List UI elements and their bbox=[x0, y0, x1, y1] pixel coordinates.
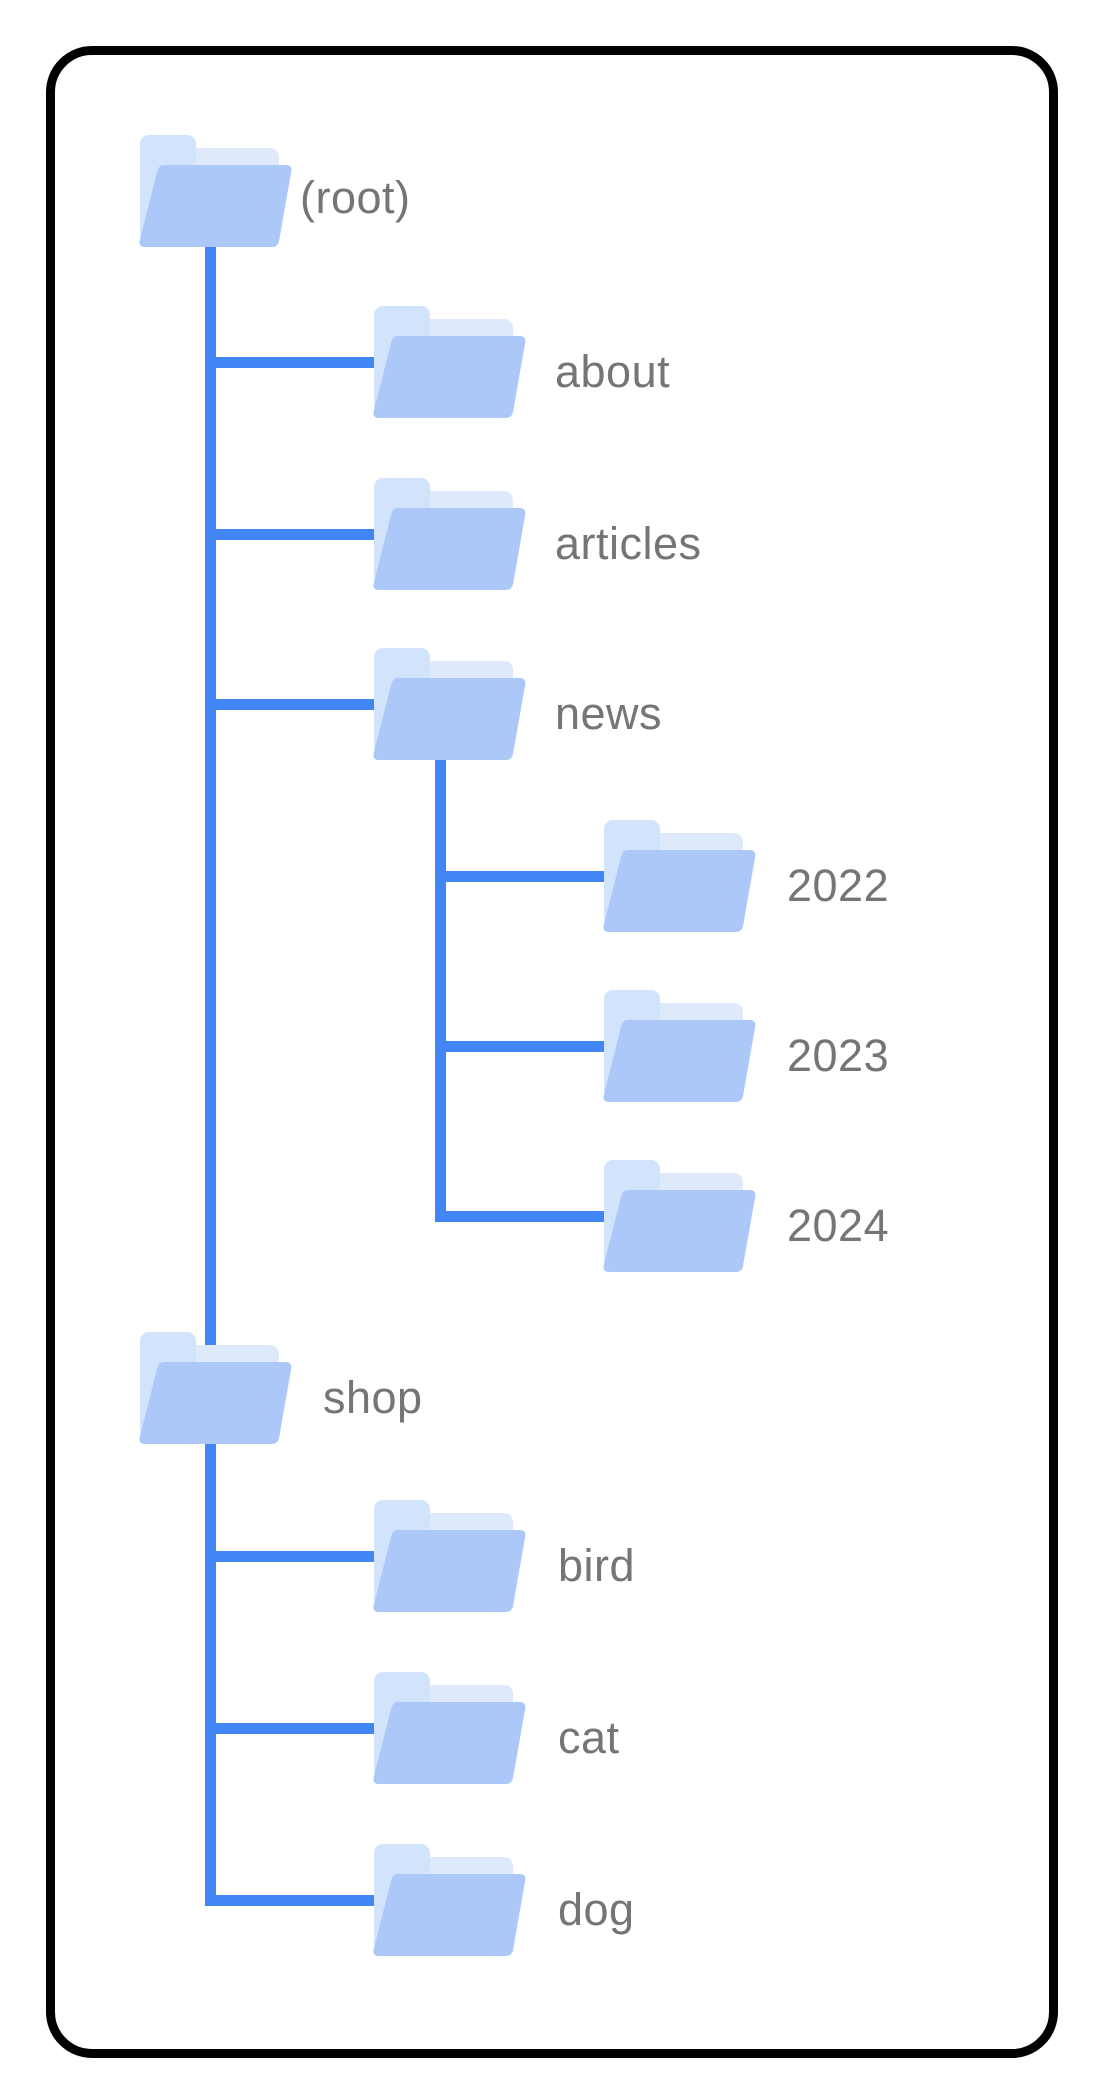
folder-label-shop: shop bbox=[323, 1372, 423, 1423]
folder-icon-2024 bbox=[603, 1160, 756, 1272]
folder-icon-cat bbox=[373, 1672, 526, 1784]
frame-border bbox=[46, 46, 1058, 2058]
folder-icon-shop bbox=[139, 1332, 292, 1444]
connector-branch-2024 bbox=[440, 1211, 612, 1222]
folder-label-dog: dog bbox=[558, 1884, 635, 1935]
folder-icon-2023 bbox=[603, 990, 756, 1102]
connector-branch-cat bbox=[210, 1723, 382, 1734]
folder-icon-bird bbox=[373, 1500, 526, 1612]
connector-root-trunk bbox=[205, 240, 216, 1906]
folder-icon-root bbox=[139, 135, 292, 247]
connector-branch-articles bbox=[210, 529, 382, 540]
folder-label-about: about bbox=[555, 346, 671, 397]
folder-label-2024: 2024 bbox=[787, 1200, 890, 1251]
connector-branch-news bbox=[210, 699, 382, 710]
folder-label-articles: articles bbox=[555, 518, 702, 569]
folder-icon-articles bbox=[373, 478, 526, 590]
folder-label-2022: 2022 bbox=[787, 860, 890, 911]
folder-label-root: (root) bbox=[300, 172, 411, 223]
connector-branch-bird bbox=[210, 1551, 382, 1562]
folder-label-news: news bbox=[555, 688, 663, 739]
folder-icon-about bbox=[373, 306, 526, 418]
connector-news-trunk bbox=[435, 750, 446, 1222]
connector-branch-dog bbox=[210, 1895, 382, 1906]
connector-branch-about bbox=[210, 357, 382, 368]
folder-icon-2022 bbox=[603, 820, 756, 932]
folder-icon-news bbox=[373, 648, 526, 760]
folder-label-cat: cat bbox=[558, 1712, 620, 1763]
connector-branch-2022 bbox=[440, 871, 612, 882]
folder-icon-dog bbox=[373, 1844, 526, 1956]
connector-branch-2023 bbox=[440, 1041, 612, 1052]
folder-label-bird: bird bbox=[558, 1540, 636, 1591]
folder-label-2023: 2023 bbox=[787, 1030, 890, 1081]
